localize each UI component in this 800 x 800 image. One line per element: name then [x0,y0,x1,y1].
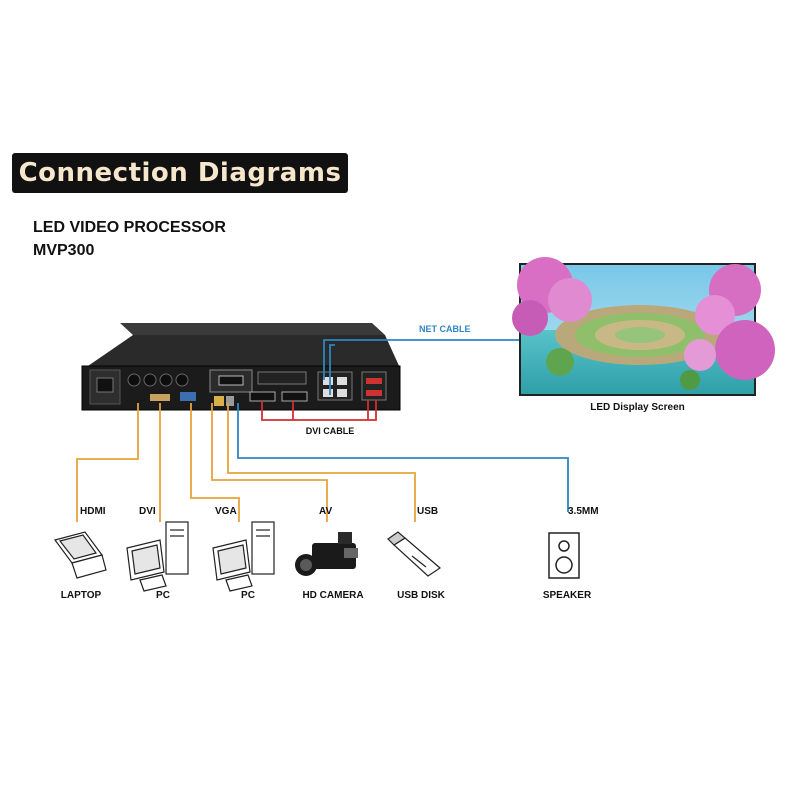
dvi-cable [261,400,377,421]
port-label-av: AV [319,506,333,517]
port-label-35mm: 3.5MM [568,506,599,517]
port-label-dvi: DVI [139,506,156,517]
port-label-usb: USB [417,506,439,517]
display-caption: LED Display Screen [590,402,685,413]
device-label-laptop: LAPTOP [60,590,102,601]
device-label-pc-2: PC [241,590,255,601]
usb-disk-icon [387,531,441,577]
net-cable-label: NET CABLE [419,324,471,334]
device-label-speaker: SPEAKER [542,590,592,601]
video-processor [81,323,401,411]
device-label-hd-camera: HD CAMERA [302,590,364,601]
device-label-pc-1: PC [156,590,170,601]
banner-title: Connection Diagrams [18,158,342,188]
device-label-usb-disk: USB DISK [397,590,445,601]
input-cables [76,403,416,522]
device-model: MVP300 [33,242,95,259]
port-label-vga: VGA [215,506,237,517]
led-display-screen [512,257,775,396]
laptop-icon [53,531,107,579]
pc-icon [126,521,189,592]
section-banner: Connection Diagrams [12,153,348,193]
pc-icon [212,521,275,592]
speaker-icon [548,532,580,579]
port-label-hdmi: HDMI [80,506,106,517]
device-name: LED VIDEO PROCESSOR [33,219,226,236]
net-cable [237,339,569,512]
dvi-cable-label: DVI CABLE [305,426,355,436]
camera-icon [295,532,358,576]
